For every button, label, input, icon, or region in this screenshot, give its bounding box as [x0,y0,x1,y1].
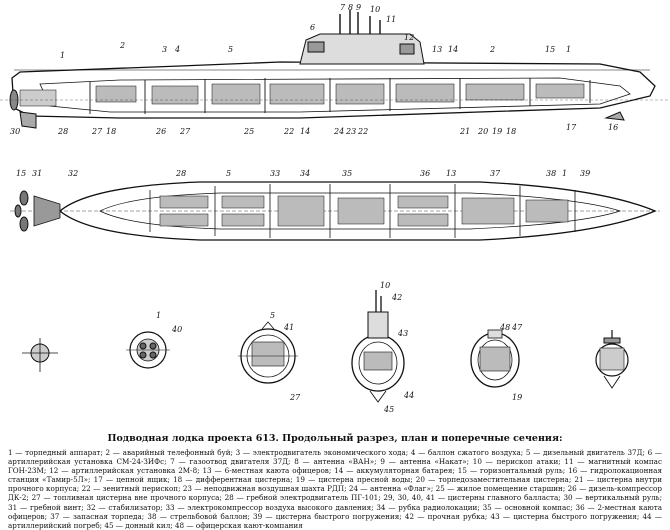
callout-side-label: 3 [162,45,167,54]
caption-title: Подводная лодка проекта 613. Продольный … [107,433,563,444]
callout-section-label: 41 [283,323,294,332]
side-rudder [19,111,37,129]
callout-side-label: 2 [119,41,125,50]
caption-legend: 1 — торпедный аппарат; 2 — аварийный тел… [8,448,662,530]
callout-side-label: 1 [60,51,65,60]
side-deck-gun-aft [307,41,325,53]
callouts-plan: 15 31 32 28 5 33 34 35 36 13 37 38 1 39 [16,169,590,178]
side-conning-tower [299,33,425,65]
callout-side-label: 18 [506,127,516,136]
callout-side-label: 7 [340,3,346,12]
cross-section-6 [595,330,629,389]
callout-side-label: 17 [566,123,577,132]
callout-section-label: 42 [391,293,402,302]
callout-side-label: 12 [404,33,414,42]
cross-sections [22,290,629,403]
callout-side-label: 19 [492,127,502,136]
callout-side-label: 16 [608,123,618,132]
callout-plan-label: 33 [270,169,280,178]
plan-view [10,181,660,241]
callout-side-label: 28 [57,127,68,136]
callout-side-label: 6 [310,23,315,32]
callout-side-label: 2 [489,45,495,54]
callout-side-label: 1 [566,45,571,54]
plan-bulkheads [149,184,576,238]
callouts-side: 30 28 27 18 26 27 1 2 3 4 5 6 7 8 9 10 1… [10,3,618,136]
callout-side-label: 8 [348,3,353,12]
side-interior-equipment [19,83,585,107]
callout-side-label: 27 [91,127,103,136]
callout-side-label: 30 [10,127,20,136]
callout-section-label: 43 [397,329,408,338]
callout-plan-label: 5 [226,169,231,178]
callout-plan-label: 15 [16,169,26,178]
side-bulkheads [89,78,591,114]
cross-section-5 [470,329,520,388]
callout-section-label: 48 [499,323,510,332]
callout-plan-label: 13 [446,169,456,178]
plan-propeller-center [14,204,22,218]
plan-stern-planes [33,195,61,227]
side-bow-plane [604,111,625,121]
side-masts [339,10,381,34]
callout-side-label: 13 [432,45,442,54]
callout-side-label: 22 [283,127,294,136]
callout-plan-label: 35 [342,169,352,178]
cross-section-3 [238,321,298,384]
callout-section-label: 45 [383,405,394,414]
callout-side-label: 27 [179,127,191,136]
callout-side-label: 5 [228,45,233,54]
callout-plan-label: 31 [32,169,42,178]
cross-section-1 [22,338,58,372]
callouts-sections: 1 40 5 41 27 10 42 43 45 44 48 47 19 [156,281,523,414]
callout-plan-label: 32 [68,169,78,178]
callout-side-label: 14 [300,127,310,136]
plan-propeller-upper [19,190,29,206]
plan-propeller-lower [19,216,29,232]
cross-section-2 [126,331,170,369]
callout-plan-label: 1 [562,169,567,178]
callout-section-label: 40 [171,325,182,334]
callout-side-label: 23 [345,127,356,136]
callout-plan-label: 38 [546,169,556,178]
callout-section-label: 1 [156,311,161,320]
callout-side-label: 9 [356,3,361,12]
cross-section-4 [351,290,405,403]
side-elevation-view [0,10,670,129]
callout-side-label: 24 [333,127,344,136]
submarine-diagram: 30 28 27 18 26 27 1 2 3 4 5 6 7 8 9 10 1… [0,3,670,414]
callout-side-label: 26 [155,127,166,136]
callout-section-label: 19 [512,393,522,402]
callout-plan-label: 34 [300,169,310,178]
callout-plan-label: 39 [580,169,590,178]
callout-side-label: 21 [459,127,470,136]
side-outer-hull [11,61,656,119]
callout-side-label: 25 [243,127,254,136]
callout-side-label: 18 [106,127,116,136]
callout-plan-label: 37 [490,169,501,178]
figure-caption: Подводная лодка проекта 613. Продольный … [8,433,662,530]
callout-side-label: 20 [477,127,488,136]
callout-section-label: 27 [289,393,301,402]
callout-side-label: 15 [545,45,555,54]
callout-section-label: 10 [380,281,390,290]
callout-section-label: 44 [403,391,414,400]
side-pressure-hull [39,77,631,113]
callout-side-label: 4 [174,45,180,54]
callout-section-label: 47 [511,323,523,332]
callout-side-label: 14 [448,45,458,54]
callout-side-label: 22 [357,127,368,136]
callout-side-label: 10 [370,5,380,14]
side-deck-gun-fwd [399,43,415,55]
callout-plan-label: 36 [420,169,430,178]
callout-side-label: 11 [386,15,396,24]
callout-plan-label: 28 [175,169,186,178]
callout-section-label: 5 [270,311,275,320]
plan-interior-equipment [159,195,569,227]
